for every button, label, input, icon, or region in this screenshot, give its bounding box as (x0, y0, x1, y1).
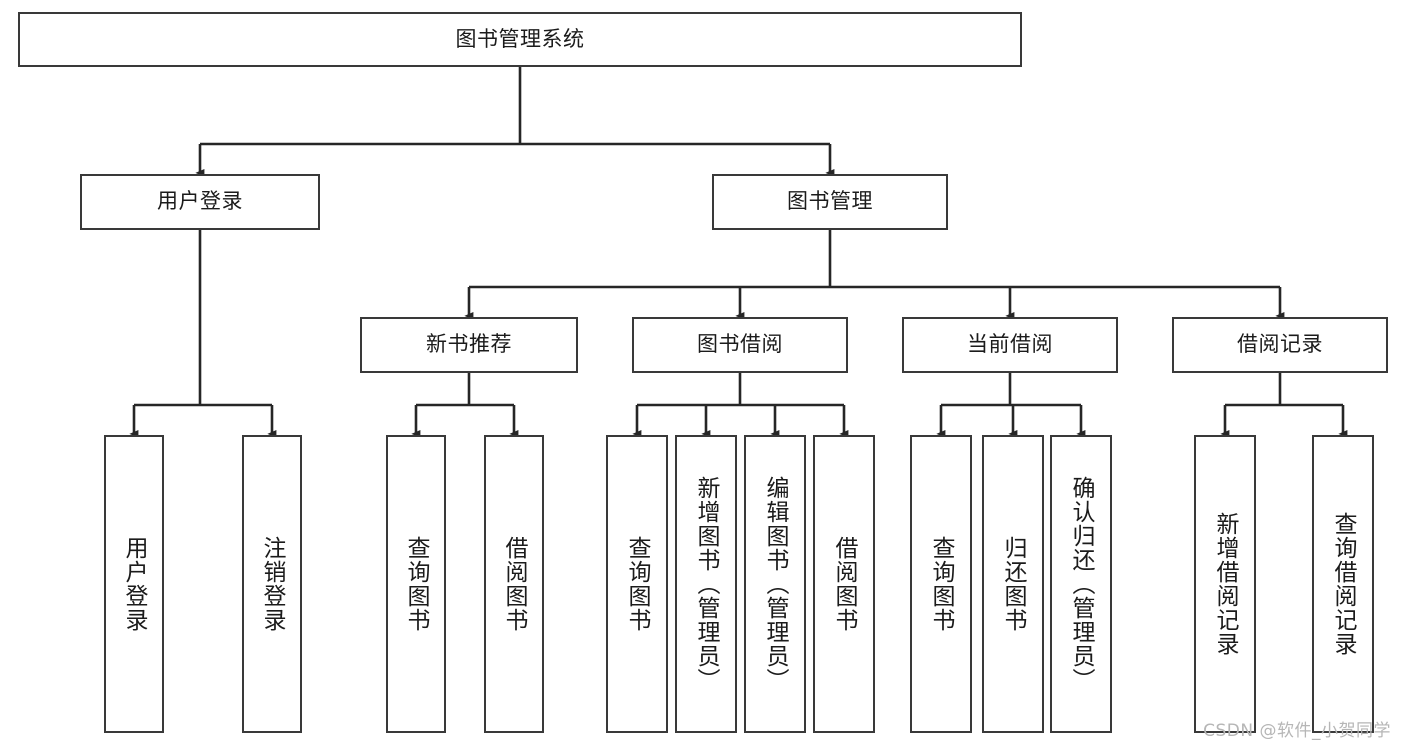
node-leaf-add-book[interactable]: 新增图书（管理员） (675, 435, 737, 733)
node-user-login-label: 用户登录 (157, 189, 243, 214)
node-leaf-user-login[interactable]: 用户登录 (104, 435, 164, 733)
node-root-label: 图书管理系统 (455, 26, 585, 51)
node-book-manage-label: 图书管理 (787, 189, 873, 214)
node-book-borrow[interactable]: 图书借阅 (632, 317, 848, 373)
node-new-book-rec[interactable]: 新书推荐 (360, 317, 578, 373)
node-leaf-query-record[interactable]: 查询借阅记录 (1312, 435, 1374, 733)
node-user-login[interactable]: 用户登录 (80, 174, 320, 230)
node-leaf-borrow-book-label: 借阅图书 (831, 536, 858, 632)
node-current-borrow[interactable]: 当前借阅 (902, 317, 1118, 373)
node-leaf-borrow-book[interactable]: 借阅图书 (813, 435, 875, 733)
node-leaf-edit-book-label: 编辑图书（管理员） (762, 476, 789, 692)
node-leaf-query-book-rec-label: 查询图书 (403, 536, 430, 632)
node-leaf-logout[interactable]: 注销登录 (242, 435, 302, 733)
node-leaf-query-book-current-label: 查询图书 (928, 536, 955, 632)
node-current-borrow-label: 当前借阅 (967, 332, 1053, 357)
node-leaf-confirm-return[interactable]: 确认归还（管理员） (1050, 435, 1112, 733)
node-leaf-user-login-label: 用户登录 (121, 536, 148, 632)
node-leaf-borrow-book-rec-label: 借阅图书 (501, 536, 528, 632)
watermark-text: CSDN @软件_小贺同学 (1203, 721, 1391, 741)
node-leaf-query-book-rec[interactable]: 查询图书 (386, 435, 446, 733)
node-book-borrow-label: 图书借阅 (697, 332, 783, 357)
node-leaf-add-book-label: 新增图书（管理员） (693, 476, 720, 692)
node-leaf-add-record-label: 新增借阅记录 (1212, 512, 1239, 656)
node-leaf-query-book-borrow-label: 查询图书 (624, 536, 651, 632)
node-leaf-borrow-book-rec[interactable]: 借阅图书 (484, 435, 544, 733)
node-borrow-record-label: 借阅记录 (1237, 332, 1323, 357)
node-leaf-edit-book[interactable]: 编辑图书（管理员） (744, 435, 806, 733)
node-leaf-return-book-label: 归还图书 (1000, 536, 1027, 632)
node-leaf-return-book[interactable]: 归还图书 (982, 435, 1044, 733)
node-leaf-confirm-return-label: 确认归还（管理员） (1068, 476, 1095, 692)
node-new-book-rec-label: 新书推荐 (426, 332, 512, 357)
node-leaf-query-book-current[interactable]: 查询图书 (910, 435, 972, 733)
node-borrow-record[interactable]: 借阅记录 (1172, 317, 1388, 373)
node-root[interactable]: 图书管理系统 (18, 12, 1022, 67)
node-leaf-logout-label: 注销登录 (259, 536, 286, 632)
node-leaf-query-record-label: 查询借阅记录 (1330, 512, 1357, 656)
node-leaf-add-record[interactable]: 新增借阅记录 (1194, 435, 1256, 733)
node-book-manage[interactable]: 图书管理 (712, 174, 948, 230)
node-leaf-query-book-borrow[interactable]: 查询图书 (606, 435, 668, 733)
